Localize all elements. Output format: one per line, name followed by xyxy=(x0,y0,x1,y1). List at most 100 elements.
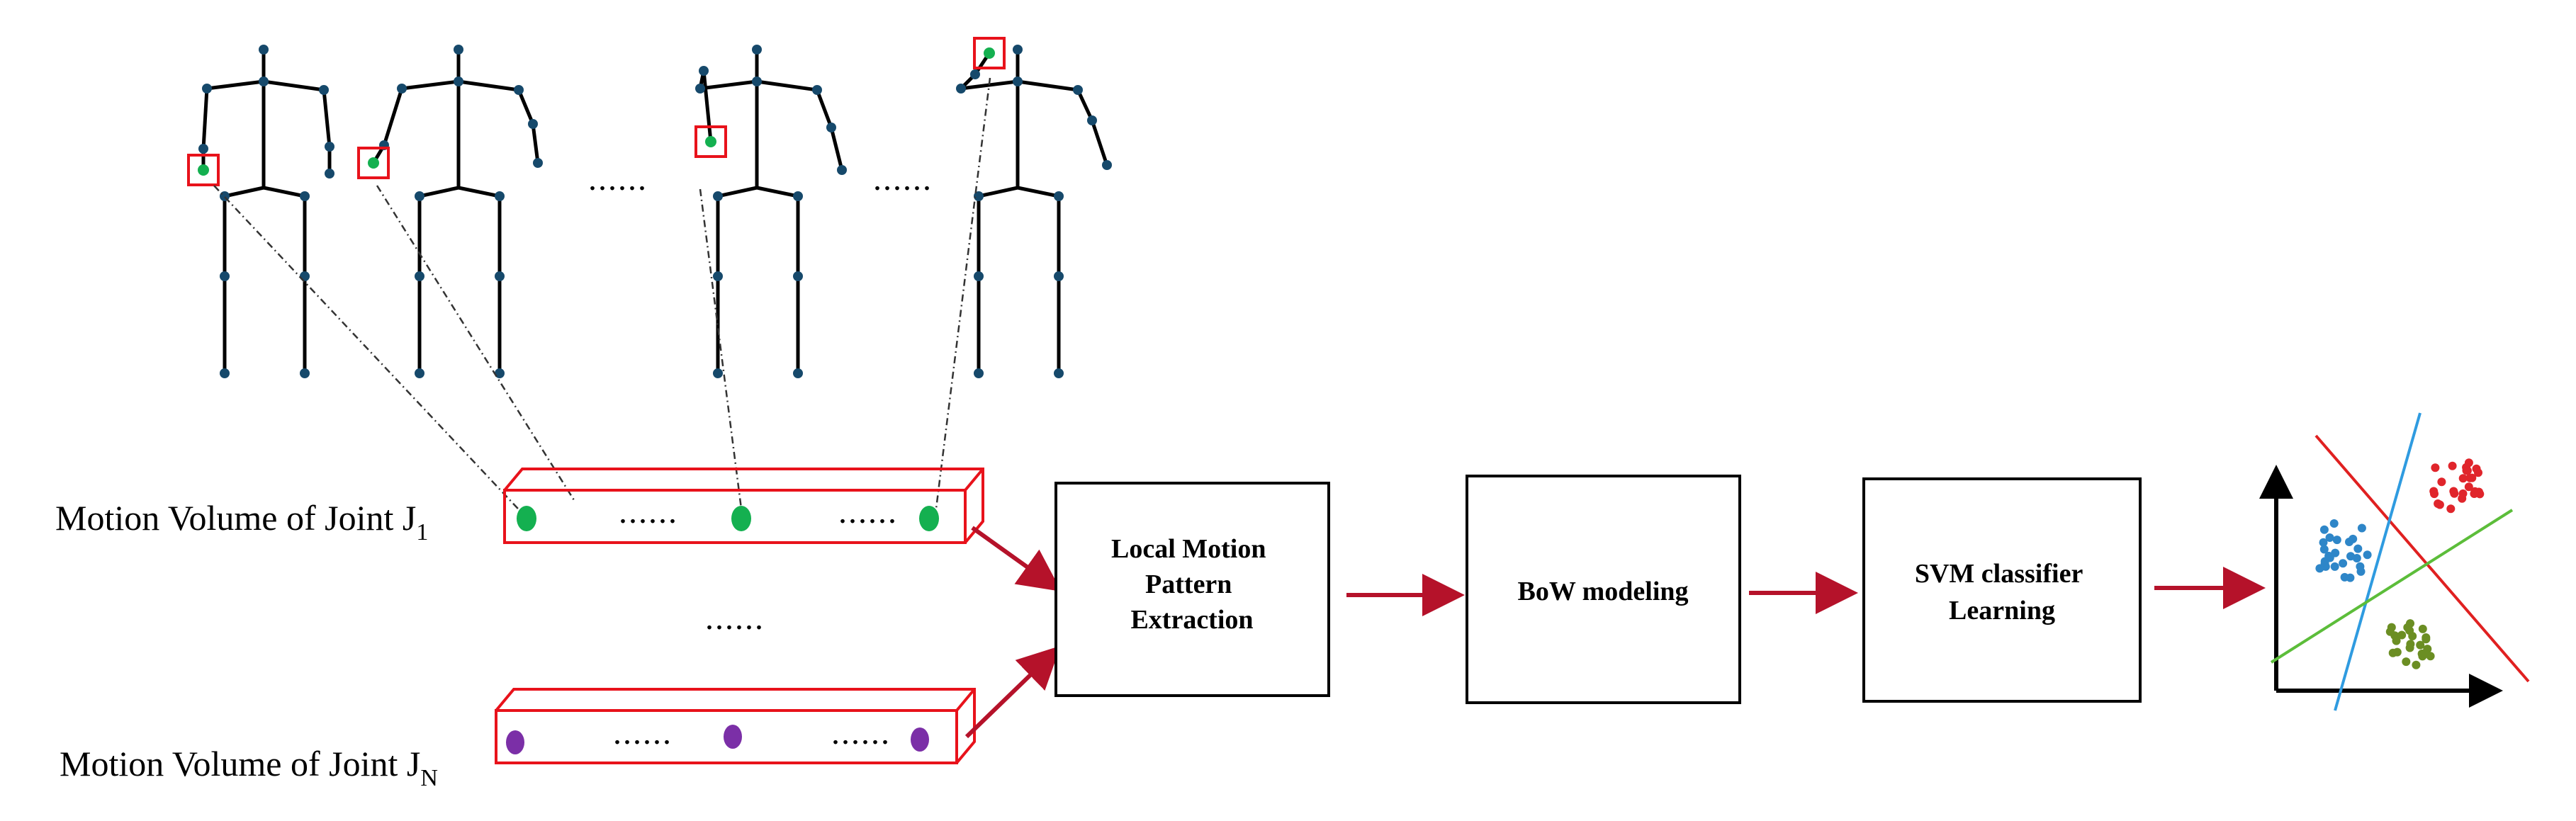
skeleton-joint xyxy=(514,85,524,95)
skeleton-joint xyxy=(699,66,709,76)
skeleton-joint xyxy=(1073,85,1083,95)
skeleton-bone xyxy=(223,186,266,198)
skeleton-bone xyxy=(456,79,521,92)
cluster-red-point xyxy=(2470,489,2479,498)
skeleton-joint xyxy=(325,142,334,152)
skeleton-joint xyxy=(325,169,334,179)
cluster-red xyxy=(2429,458,2485,514)
skeleton-bone xyxy=(261,186,307,198)
bow-modeling-box xyxy=(1466,475,1741,704)
skeleton-joint xyxy=(397,84,407,94)
cluster-green-point xyxy=(2408,632,2417,640)
cluster-green xyxy=(2385,619,2435,669)
connector-3 xyxy=(699,188,743,509)
cluster-red-point xyxy=(2464,482,2473,492)
volume-n-dot-2 xyxy=(724,725,742,749)
skeleton-joint xyxy=(826,123,836,132)
volume-n-ellipsis-2: ...... xyxy=(831,714,891,752)
cluster-blue-point xyxy=(2339,559,2348,568)
skeleton-joint xyxy=(319,85,329,95)
skeleton-bone xyxy=(716,186,759,198)
skeleton-1 xyxy=(187,45,334,378)
cluster-red-point xyxy=(2431,463,2440,472)
joint-connectors xyxy=(213,77,991,519)
cluster-green-point xyxy=(2420,649,2429,658)
cluster-blue-point xyxy=(2330,562,2339,571)
svm-classifier-box xyxy=(1862,477,2142,703)
cluster-blue-point xyxy=(2319,545,2329,554)
skeleton-joint xyxy=(454,77,463,86)
joint-highlight-box xyxy=(187,154,220,186)
volume-1-ellipsis-1: ...... xyxy=(619,493,678,531)
arrow-volume-1-to-lmp xyxy=(971,526,1062,591)
joint-highlight-box xyxy=(973,37,1006,69)
skeleton-3 xyxy=(694,45,847,378)
skeleton-joint xyxy=(415,191,424,201)
cluster-red-point xyxy=(2458,489,2468,498)
skeleton-bone xyxy=(959,79,1020,91)
cluster-blue-point xyxy=(2346,552,2355,561)
skeleton-bone xyxy=(1090,118,1109,167)
skeleton-bone xyxy=(977,186,1020,198)
selected-joint xyxy=(705,136,716,147)
motion-volume-joint-1 xyxy=(503,468,984,544)
skeleton-joint xyxy=(695,84,705,94)
skeleton-joint xyxy=(259,45,269,55)
skeleton-joint xyxy=(974,191,984,201)
selected-joint xyxy=(198,164,209,176)
skeleton-joint xyxy=(202,84,212,94)
separator-red xyxy=(2315,434,2530,683)
skeleton-joint xyxy=(528,119,538,129)
row-label-joint-1: Motion Volume of Joint J1 xyxy=(55,498,428,545)
volume-1-dot-1 xyxy=(517,506,536,531)
skeleton-joint xyxy=(1102,160,1112,170)
skeleton-joint xyxy=(533,158,543,168)
skeleton-joint xyxy=(1013,45,1023,55)
cluster-blue xyxy=(2315,519,2372,582)
connector-1 xyxy=(213,185,528,519)
skeleton-joint xyxy=(454,45,463,55)
cluster-red-point xyxy=(2472,464,2481,473)
skeleton-bone xyxy=(1076,88,1094,123)
cluster-blue-point xyxy=(2332,536,2341,545)
skeleton-joint xyxy=(300,368,310,378)
local-motion-pattern-box xyxy=(1054,482,1330,697)
skeleton-joint xyxy=(220,368,230,378)
skeleton-ellipsis-2: ...... xyxy=(873,160,933,198)
cluster-green-point xyxy=(2406,619,2414,628)
skeleton-joint xyxy=(415,368,424,378)
skeleton-joint xyxy=(752,77,762,86)
cluster-blue-point xyxy=(2319,525,2329,534)
skeleton-joint xyxy=(956,84,966,94)
skeleton-joint xyxy=(259,77,269,86)
selected-joint xyxy=(984,47,995,59)
volume-n-ellipsis-1: ...... xyxy=(613,714,673,752)
skeleton-joint xyxy=(713,191,723,201)
cluster-blue-point xyxy=(2349,534,2358,543)
skeleton-ellipsis-1: ...... xyxy=(588,160,648,198)
skeleton-joint xyxy=(970,69,980,79)
skeleton-4 xyxy=(956,37,1112,378)
skeleton-joint xyxy=(1087,115,1097,125)
cluster-green-point xyxy=(2412,660,2421,669)
skeleton-joint xyxy=(837,165,847,175)
arrow-volume-n-to-lmp xyxy=(964,645,1061,739)
skeleton-joint xyxy=(495,271,505,281)
skeleton-bone xyxy=(755,186,800,198)
skeleton-bone xyxy=(1016,79,1080,92)
skeleton-bone xyxy=(531,122,540,165)
skeleton-bone xyxy=(261,79,326,92)
svm-classifier-label: SVM classifier Learning xyxy=(1915,559,2089,625)
skeleton-joint xyxy=(1054,191,1064,201)
skeleton-bone xyxy=(829,125,844,172)
skeleton-bone xyxy=(456,186,502,198)
skeleton-joint xyxy=(752,45,762,55)
skeleton-sequence xyxy=(187,37,1112,378)
cluster-green-point xyxy=(2388,648,2397,657)
cluster-green-point xyxy=(2405,643,2414,652)
cluster-blue-point xyxy=(2325,533,2334,542)
skeleton-bone xyxy=(201,86,209,151)
skeleton-joint xyxy=(713,368,723,378)
cluster-red-point xyxy=(2430,489,2439,499)
